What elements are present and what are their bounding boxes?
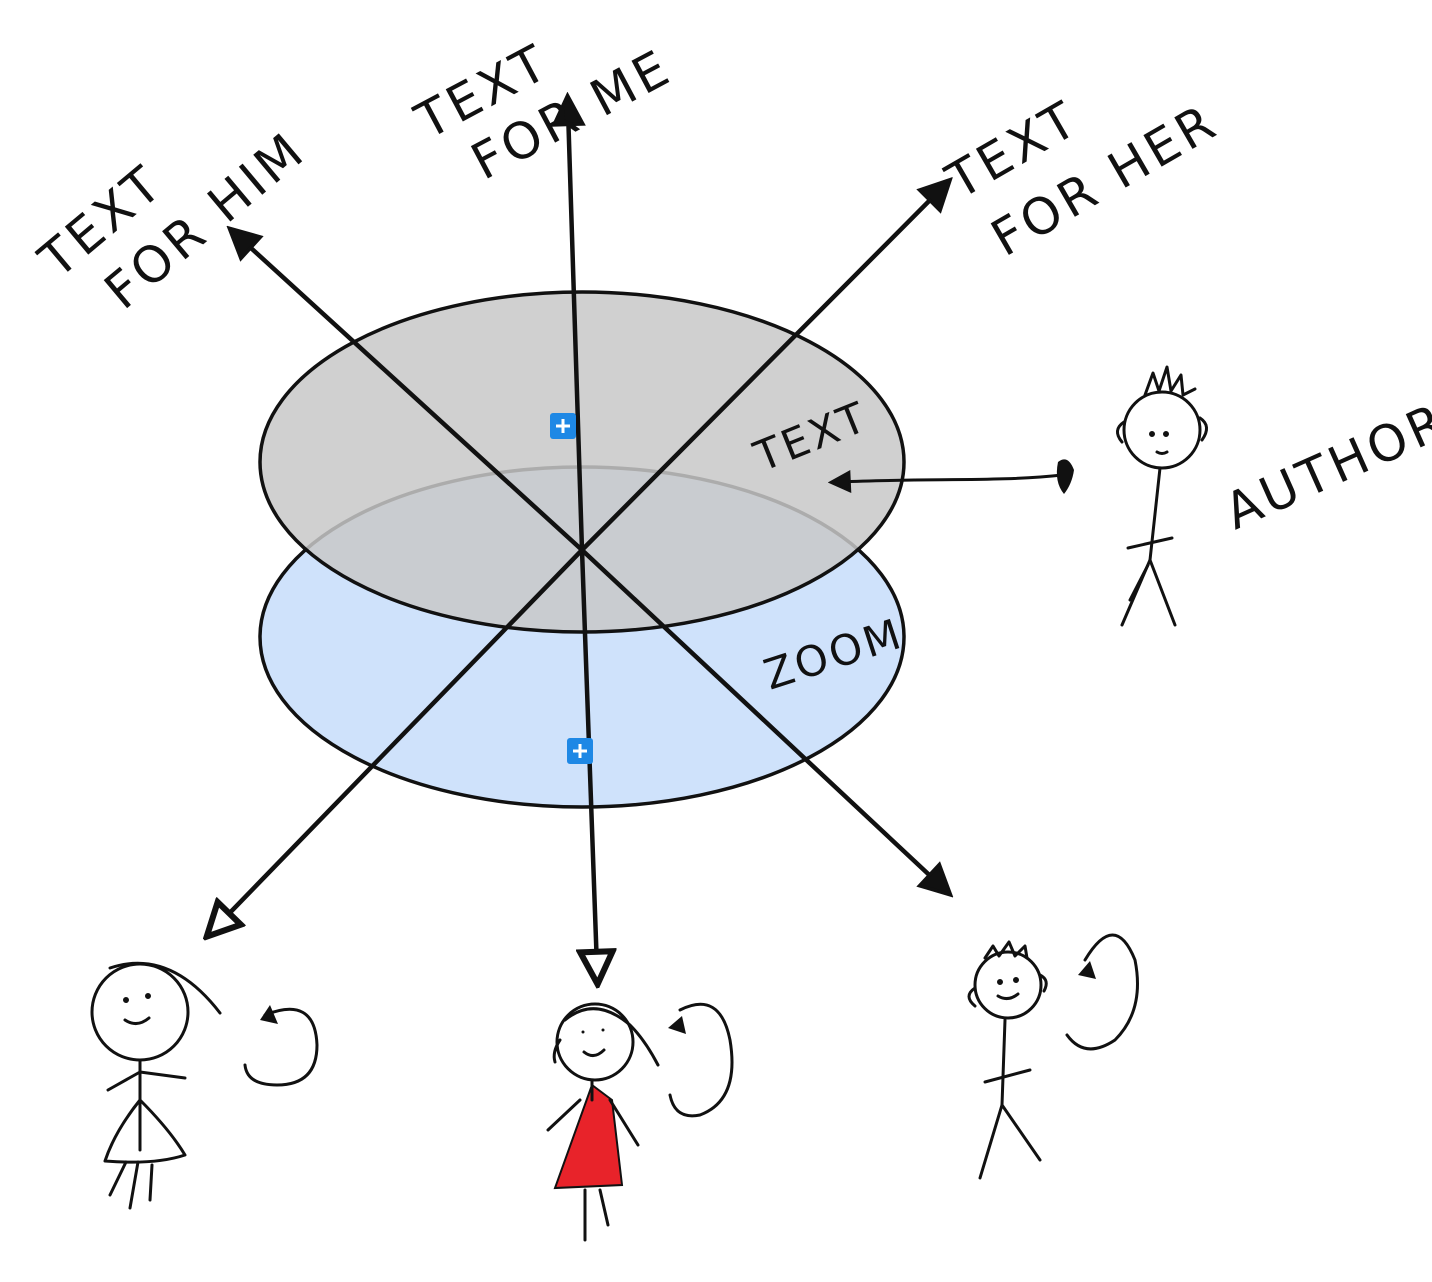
rotate-arrow-left-icon	[243, 1007, 319, 1087]
author-pointer-tail	[1056, 459, 1074, 494]
text-layer-disc	[258, 290, 906, 634]
red-dress	[553, 1083, 624, 1190]
girl-figure-left	[90, 961, 222, 1210]
axis-for-me-up	[568, 110, 582, 553]
rotate-arrow-right-icon	[1065, 933, 1139, 1051]
axis-for-her-up	[579, 190, 940, 553]
boy-figure-right	[967, 940, 1048, 1180]
label-author: AUTHOR	[1216, 392, 1432, 541]
axis-for-her-down	[218, 547, 585, 925]
plus-button-bottom-layer[interactable]	[567, 738, 593, 764]
rotate-arrow-middle-icon	[668, 1002, 734, 1118]
plus-button-top-layer[interactable]	[550, 413, 576, 439]
girl-figure-middle	[546, 1002, 660, 1242]
axis-for-him-down	[579, 547, 940, 885]
author-figure	[1116, 365, 1208, 627]
author-pointer-arrow	[840, 475, 1064, 482]
axis-for-him-up	[240, 238, 585, 553]
